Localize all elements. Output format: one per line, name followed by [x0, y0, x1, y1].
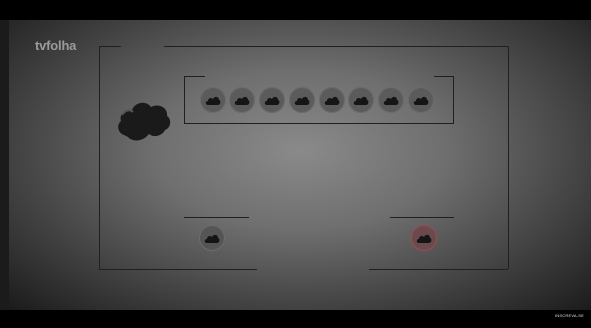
- bracket-bottom: [184, 123, 454, 124]
- frame-line-top-left: [100, 46, 121, 47]
- cloud-icon: [324, 94, 340, 106]
- bracket-right: [453, 76, 454, 123]
- cloud-icon: [353, 94, 369, 106]
- cloud-icon: [264, 94, 280, 106]
- bracket-top-left: [185, 76, 205, 77]
- cloud-slot: [378, 87, 404, 113]
- cloud-icon: [383, 94, 399, 106]
- animation-stage: [9, 20, 591, 310]
- left-edge: [0, 20, 9, 310]
- subscribe-credit-text: INSCREVA-SE: [555, 313, 584, 318]
- cloud-slot: [348, 87, 374, 113]
- cloud-slot: [319, 87, 345, 113]
- cloud-slot: [259, 87, 285, 113]
- cloud-icon: [205, 94, 221, 106]
- frame-line-right: [508, 46, 509, 269]
- tvfolha-logo: tvfolha: [35, 38, 76, 53]
- large-cloud-icon: [116, 97, 172, 145]
- cloud-icon: [234, 94, 250, 106]
- cloud-slot: [289, 87, 315, 113]
- letterbox-bottom: [0, 310, 591, 328]
- frame-line-bottom-right: [369, 269, 508, 270]
- bracket-left: [184, 76, 185, 123]
- letterbox-top: [0, 0, 591, 20]
- right-platform-line: [390, 217, 454, 218]
- cloud-slot: [200, 87, 226, 113]
- cloud-icon: [204, 232, 220, 244]
- frame-line-bottom-left: [99, 269, 257, 270]
- bracket-top-right: [434, 76, 454, 77]
- frame-line-top: [164, 46, 509, 47]
- cloud-slot: [229, 87, 255, 113]
- cloud-icon: [416, 232, 432, 244]
- cloud-slot: [408, 87, 434, 113]
- cloud-icon: [294, 94, 310, 106]
- left-cloud-node: [199, 225, 225, 251]
- left-platform-line: [184, 217, 249, 218]
- right-cloud-node: [411, 225, 437, 251]
- frame-line-left: [99, 46, 100, 269]
- cloud-icon: [413, 94, 429, 106]
